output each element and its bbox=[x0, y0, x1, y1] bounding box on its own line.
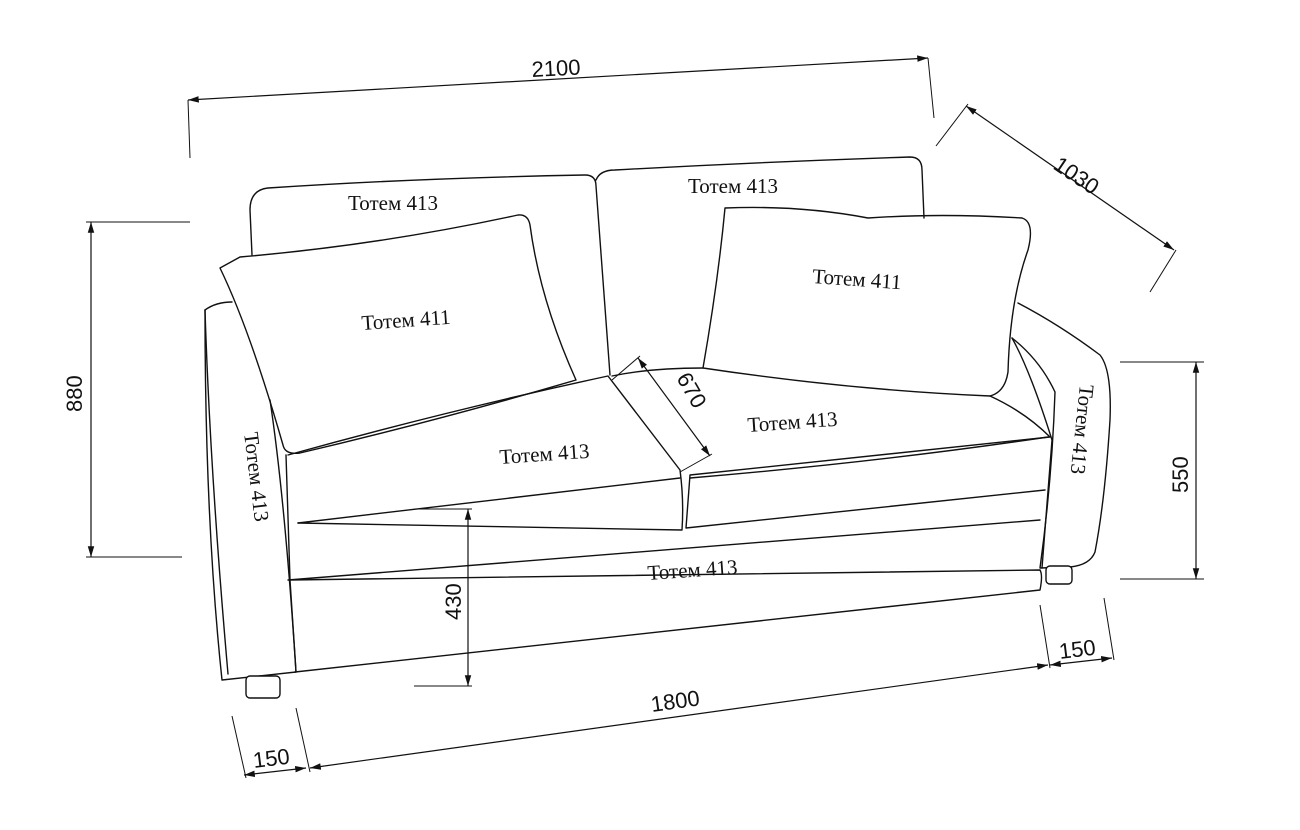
dim-seat-height-label: 430 bbox=[441, 583, 466, 620]
dim-seat-depth-label: 670 bbox=[672, 368, 712, 412]
dim-inner-width-label: 1800 bbox=[649, 685, 701, 717]
seat-front-edge-right bbox=[689, 436, 1049, 479]
pillow-right bbox=[702, 206, 1032, 397]
label-pillow-left: Тотем 411 bbox=[361, 305, 452, 335]
dim-arm-width-left-label: 150 bbox=[252, 744, 291, 773]
dim-inner-width: 1800 bbox=[295, 604, 1051, 773]
dim-arm-height: 550 bbox=[1120, 361, 1204, 580]
dim-arm-height-label: 550 bbox=[1168, 456, 1193, 493]
seat-front-edge-left bbox=[297, 477, 681, 524]
dim-overall-height: 880 bbox=[62, 221, 190, 558]
label-seat-left: Тотем 413 bbox=[499, 439, 590, 469]
leg-front-left bbox=[245, 675, 281, 699]
dim-arm-width-left: 150 bbox=[231, 715, 307, 779]
label-pillow-right: Тотем 411 bbox=[812, 264, 903, 294]
back-cushion-right bbox=[595, 156, 925, 219]
label-arm-right: Тотем 413 bbox=[1066, 383, 1099, 475]
label-seat-right: Тотем 413 bbox=[747, 407, 838, 437]
dim-overall-depth: 1030 bbox=[935, 103, 1177, 293]
arm-left-front bbox=[204, 309, 229, 675]
label-arm-left: Тотем 413 bbox=[239, 431, 274, 523]
back-cushion-left bbox=[249, 174, 611, 376]
pillow-left bbox=[219, 214, 577, 455]
base-front bbox=[287, 519, 1043, 673]
seat-cushion-right bbox=[611, 367, 1051, 529]
dim-arm-width-right: 150 bbox=[1049, 597, 1115, 668]
dim-overall-width: 2100 bbox=[187, 54, 935, 159]
leg-front-right bbox=[1045, 565, 1073, 585]
arm-left bbox=[204, 301, 297, 681]
seat-cushion-left bbox=[287, 375, 684, 531]
dim-seat-height: 430 bbox=[414, 508, 472, 687]
base-front-lower bbox=[285, 454, 297, 673]
label-base-front: Тотем 413 bbox=[647, 555, 738, 585]
arm-right bbox=[1011, 302, 1111, 569]
arm-right-inner bbox=[1011, 337, 1053, 569]
sofa-outline bbox=[204, 156, 1111, 681]
label-back-left: Тотем 413 bbox=[348, 191, 438, 215]
dim-arm-width-right-label: 150 bbox=[1058, 635, 1097, 664]
dim-overall-height-label: 880 bbox=[62, 375, 87, 412]
label-back-right: Тотем 413 bbox=[688, 174, 778, 198]
dim-overall-width-label: 2100 bbox=[531, 54, 581, 82]
dim-overall-depth-label: 1030 bbox=[1049, 151, 1104, 199]
